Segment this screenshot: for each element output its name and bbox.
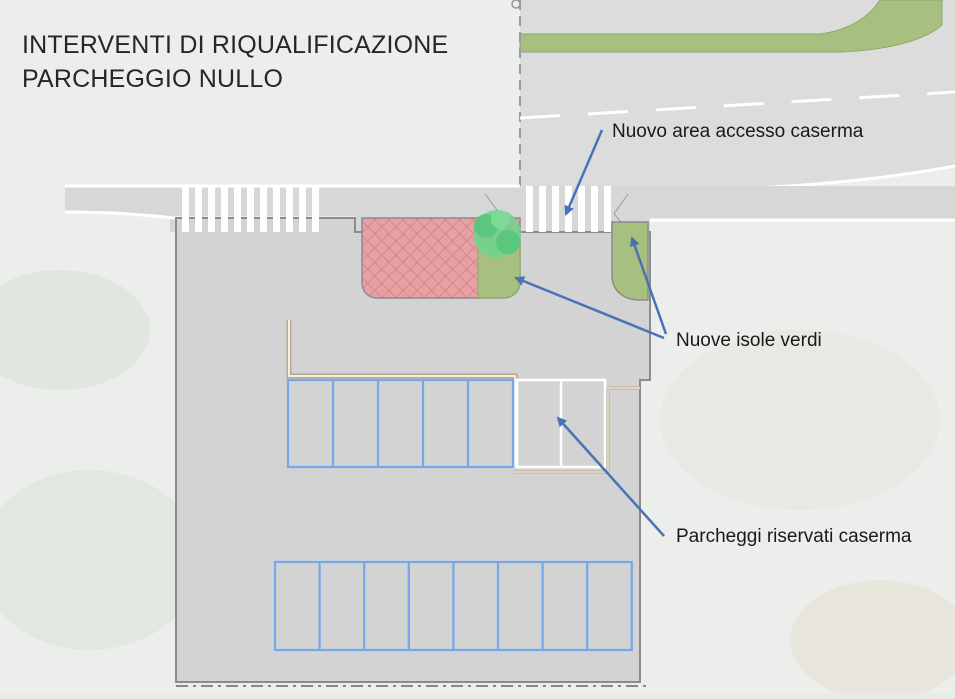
crosswalk-stripe: [182, 186, 189, 232]
crosswalk-stripe: [526, 186, 533, 232]
crosswalk-stripe: [273, 186, 280, 232]
annotation-arrows: [514, 129, 668, 537]
arrow-access-area: [564, 129, 604, 216]
crosswalk-stripe: [247, 186, 254, 232]
crosswalk-stripe: [552, 186, 559, 232]
main-road: [511, 0, 955, 192]
crosswalk-stripe: [578, 186, 585, 232]
arrow-reserved-parking: [556, 416, 665, 537]
crosswalk-stripe: [286, 186, 293, 232]
crosswalk-stripe: [221, 186, 228, 232]
parking-row-upper: [286, 378, 515, 469]
crosswalk-stripe: [591, 186, 598, 232]
title-line-2: PARCHEGGIO NULLO: [22, 65, 284, 93]
crosswalk-stripe: [208, 186, 215, 232]
crosswalk-stripe: [604, 186, 611, 232]
title-line-1: INTERVENTI DI RIQUALIFICAZIONE: [22, 31, 449, 59]
crosswalk-stripe: [539, 186, 546, 232]
label-reserved-parking: Parcheggi riservati caserma: [676, 526, 912, 547]
arrow-green-island-west: [514, 276, 665, 340]
label-green-islands: Nuove isole verdi: [676, 330, 822, 351]
tree-icon: [473, 210, 521, 258]
crosswalk-stripe: [260, 186, 267, 232]
page-title: INTERVENTI DI RIQUALIFICAZIONE PARCHEGGI…: [22, 28, 448, 96]
curb: [286, 320, 518, 468]
crosswalk-stripe: [312, 186, 319, 232]
parking-row-outline: [286, 378, 515, 469]
label-access-area: Nuovo area accesso caserma: [612, 121, 864, 142]
crosswalk-west: [182, 186, 319, 232]
arrow-green-island-east: [629, 236, 668, 335]
green-island-east: [611, 221, 649, 301]
crosswalk-stripe: [195, 186, 202, 232]
crosswalk-stripe: [234, 186, 241, 232]
parking-lot: [175, 217, 651, 687]
parking-row-lower: [273, 560, 633, 652]
reserved-parking-spaces: [513, 378, 640, 474]
crosswalk-stripe: [299, 186, 306, 232]
